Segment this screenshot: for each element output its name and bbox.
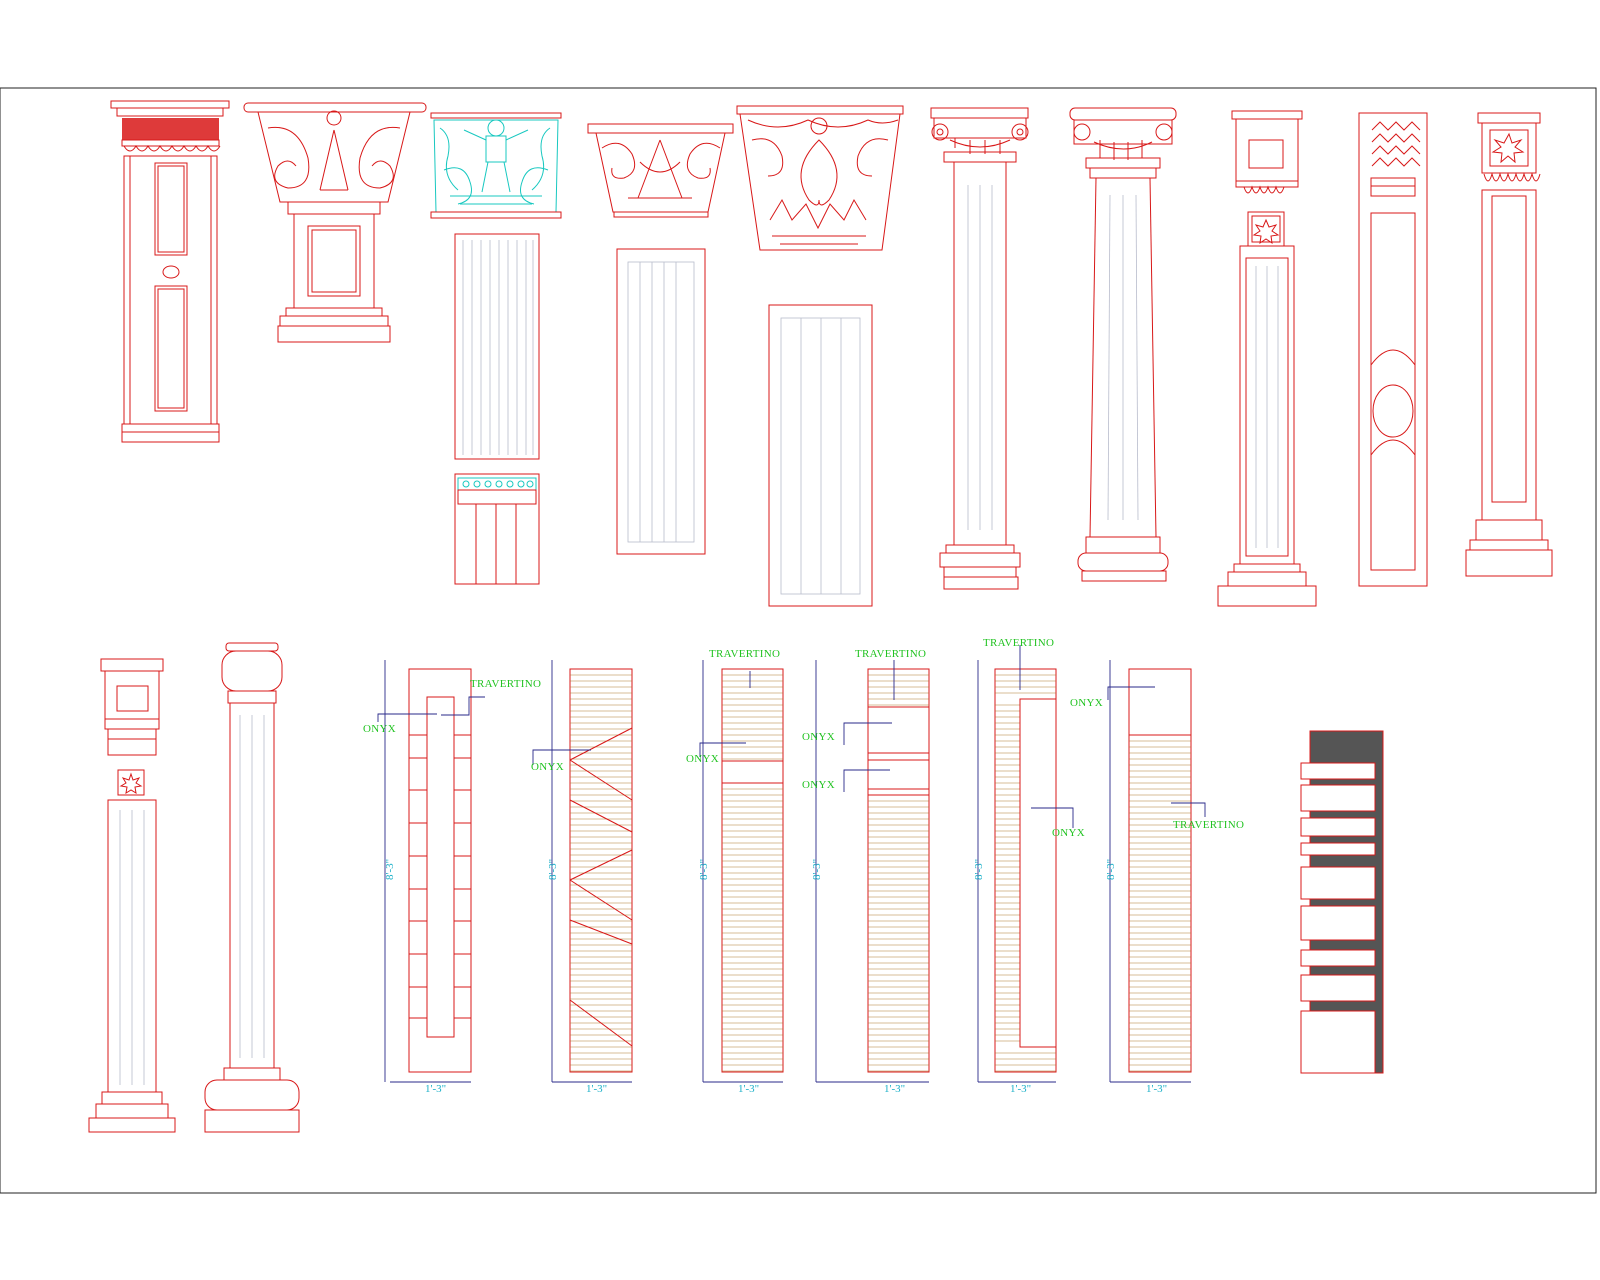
hatch-fill (570, 674, 632, 1072)
corinthian-capital-fluted-panel (587, 123, 734, 555)
ionic-column-tapered (1069, 107, 1177, 582)
cladding-1-label-1: ONYX (363, 723, 396, 735)
hatch-fill (868, 800, 929, 1072)
hatch-fill (722, 788, 783, 1072)
cladding-3-height: 8'-3" (698, 859, 710, 880)
cladding-1-height: 8'-3" (384, 859, 396, 880)
cladding-detail-1: TRAVERTINO ONYX 8'-3" 1'-3" (363, 660, 541, 1095)
small-pilaster (88, 658, 176, 1133)
hatch-fill (722, 674, 783, 760)
cladding-3-width: 1'-3" (738, 1083, 759, 1095)
starred-pilaster (1217, 110, 1317, 607)
cladding-3-label-1: ONYX (686, 753, 719, 765)
cladding-6-label-1: TRAVERTINO (1173, 819, 1244, 831)
cladding-1-label-0: TRAVERTINO (470, 678, 541, 690)
wave-pattern-pilaster (1358, 112, 1428, 587)
cladding-1-bands (409, 734, 471, 1019)
cladding-5-label-1: ONYX (1052, 827, 1085, 839)
cladding-5-label-0: TRAVERTINO (983, 637, 1054, 649)
hatch-fill (868, 674, 929, 706)
cherub-capital-fluted-shaft (430, 112, 562, 585)
cladding-4-label-1: ONYX (802, 731, 835, 743)
sheet-border (0, 87, 1597, 1194)
ionic-column (930, 107, 1029, 590)
hatch-fill (995, 704, 1020, 1042)
hatch-fill (995, 1052, 1056, 1072)
round-fluted-column (204, 642, 300, 1133)
hatch-fill (1129, 740, 1191, 1072)
hatch-fill (995, 674, 1056, 694)
cladding-2-label-0: ONYX (531, 761, 564, 773)
corinthian-capital-with-pedestal (243, 102, 427, 343)
cladding-detail-6: ONYX TRAVERTINO 8'-3" 1'-3" (1070, 660, 1244, 1095)
cladding-4-label-2: ONYX (802, 779, 835, 791)
cladding-detail-2: ONYX 8'-3" 1'-3" (531, 660, 633, 1095)
cladding-2-width: 1'-3" (586, 1083, 607, 1095)
cladding-3-label-0: TRAVERTINO (709, 648, 780, 660)
cladding-detail-3: TRAVERTINO ONYX 8'-3" 1'-3" (686, 648, 784, 1095)
cladding-6-label-0: ONYX (1070, 697, 1103, 709)
cladding-4-label-0: TRAVERTINO (855, 648, 926, 660)
cladding-6-width: 1'-3" (1146, 1083, 1167, 1095)
ornate-pilaster (110, 100, 230, 443)
acanthus-capital-fluted-panel (736, 105, 904, 607)
stacked-block-section (1300, 730, 1384, 1074)
star-capital-pilaster (1465, 112, 1553, 577)
cladding-5-width: 1'-3" (1010, 1083, 1031, 1095)
cladding-4-height: 8'-3" (811, 859, 823, 880)
cladding-4-width: 1'-3" (884, 1083, 905, 1095)
cladding-1-width: 1'-3" (425, 1083, 446, 1095)
cladding-2-height: 8'-3" (547, 859, 559, 880)
cladding-detail-5: TRAVERTINO ONYX 8'-3" 1'-3" (973, 637, 1085, 1095)
cladding-detail-4: TRAVERTINO ONYX ONYX 8'-3" 1'-3" (802, 648, 930, 1095)
cladding-5-height: 8'-3" (973, 859, 985, 880)
cladding-6-height: 8'-3" (1105, 859, 1117, 880)
